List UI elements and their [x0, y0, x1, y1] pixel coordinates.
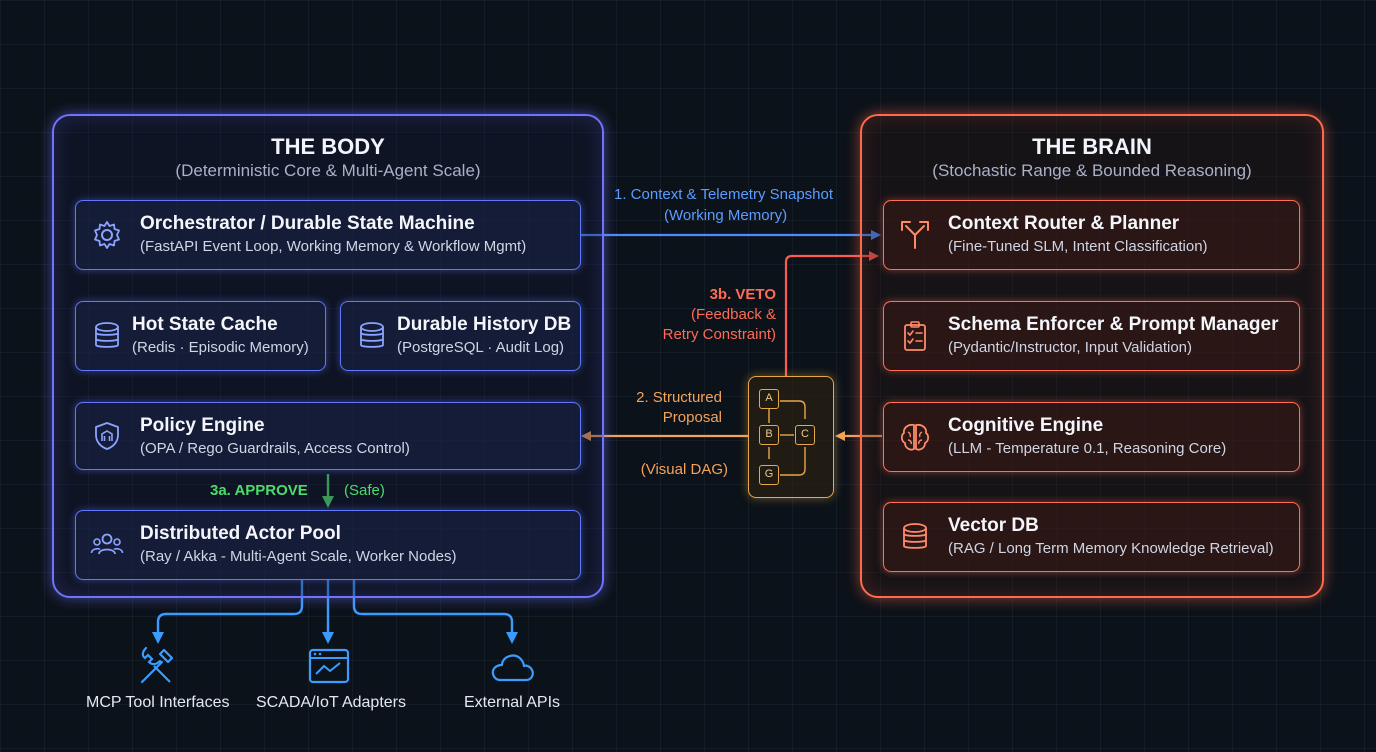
dag-label: (Visual DAG) — [640, 461, 728, 478]
context-router-title: Context Router & Planner — [948, 213, 1180, 234]
split-arrows-icon — [901, 221, 929, 249]
database-icon — [903, 523, 927, 549]
hot-state-cache-title: Hot State Cache — [132, 314, 278, 335]
external-apis-label: External APIs — [464, 694, 561, 711]
database-icon — [95, 322, 119, 348]
veto-line1: (Feedback & — [690, 306, 776, 323]
external-link-mcp — [152, 580, 304, 644]
schema-enforcer-desc: (Pydantic/Instructor, Input Validation) — [948, 339, 1193, 356]
vector-db-box[interactable]: Vector DB (RAG / Long Term Memory Knowle… — [883, 502, 1300, 572]
vector-db-desc: (RAG / Long Term Memory Knowledge Retrie… — [948, 540, 1274, 557]
vector-db-title: Vector DB — [948, 515, 1039, 536]
visual-dag-box[interactable]: A B C G — [748, 376, 834, 498]
dag-node: A — [759, 389, 779, 409]
context-flow-label: 1. Context & Telemetry Snapshot — [614, 186, 834, 203]
actor-pool-box[interactable]: Distributed Actor Pool (Ray / Akka - Mul… — [75, 510, 581, 580]
tools-icon — [140, 646, 174, 684]
cloud-icon — [491, 654, 534, 682]
cognitive-engine-box[interactable]: Cognitive Engine (LLM - Temperature 0.1,… — [883, 402, 1300, 472]
veto-line2: Retry Constraint) — [662, 326, 776, 343]
gear-icon — [94, 221, 120, 249]
brain-title: THE BRAIN — [1032, 134, 1152, 159]
proposal-label: 2. Structured — [636, 389, 722, 406]
dag-node: B — [759, 425, 779, 445]
approve-label: 3a. APPROVE — [210, 482, 308, 499]
database-icon — [360, 322, 384, 348]
approve-note: (Safe) — [344, 482, 385, 499]
schema-enforcer-title: Schema Enforcer & Prompt Manager — [948, 314, 1279, 335]
orchestrator-box[interactable]: Orchestrator / Durable State Machine (Fa… — [75, 200, 581, 270]
hot-state-cache-box[interactable]: Hot State Cache (Redis · Episodic Memory… — [75, 301, 326, 371]
context-flow-sublabel: (Working Memory) — [664, 207, 788, 224]
cognitive-engine-title: Cognitive Engine — [948, 415, 1104, 436]
durable-history-db-desc: (PostgreSQL · Audit Log) — [397, 339, 565, 356]
external-link-apis — [352, 580, 518, 644]
body-title: THE BODY — [271, 134, 385, 159]
hot-state-cache-desc: (Redis · Episodic Memory) — [132, 339, 309, 356]
context-router-box[interactable]: Context Router & Planner (Fine-Tuned SLM… — [883, 200, 1300, 270]
dashboard-icon — [308, 648, 350, 684]
veto-label: 3b. VETO — [709, 286, 776, 303]
checklist-icon — [904, 321, 926, 351]
veto-arrow — [784, 251, 879, 376]
schema-enforcer-box[interactable]: Schema Enforcer & Prompt Manager (Pydant… — [883, 301, 1300, 371]
scada-iot-adapters-label: SCADA/IoT Adapters — [256, 694, 406, 711]
policy-engine-desc: (OPA / Rego Guardrails, Access Control) — [140, 440, 410, 457]
actor-pool-title: Distributed Actor Pool — [140, 523, 341, 544]
actor-pool-desc: (Ray / Akka - Multi-Agent Scale, Worker … — [140, 548, 457, 565]
durable-history-db-box[interactable]: Durable History DB (PostgreSQL · Audit L… — [340, 301, 581, 371]
cognitive-engine-desc: (LLM - Temperature 0.1, Reasoning Core) — [948, 440, 1227, 457]
brain-subtitle: (Stochastic Range & Bounded Reasoning) — [932, 161, 1252, 180]
orchestrator-title: Orchestrator / Durable State Machine — [140, 213, 475, 234]
dag-edges — [768, 400, 806, 476]
users-icon — [90, 533, 124, 555]
durable-history-db-title: Durable History DB — [397, 314, 572, 335]
dag-node: G — [759, 465, 779, 485]
policy-engine-title: Policy Engine — [140, 415, 265, 436]
body-subtitle: (Deterministic Core & Multi-Agent Scale) — [175, 161, 481, 180]
orchestrator-desc: (FastAPI Event Loop, Working Memory & Wo… — [140, 238, 527, 255]
dag-node: C — [795, 425, 815, 445]
brain-icon — [900, 423, 930, 451]
mcp-tool-interfaces-label: MCP Tool Interfaces — [86, 694, 230, 711]
policy-engine-box[interactable]: Policy Engine (OPA / Rego Guardrails, Ac… — [75, 402, 581, 470]
proposal-sublabel: Proposal — [662, 409, 722, 426]
shield-icon — [95, 422, 119, 450]
context-router-desc: (Fine-Tuned SLM, Intent Classification) — [948, 238, 1208, 255]
